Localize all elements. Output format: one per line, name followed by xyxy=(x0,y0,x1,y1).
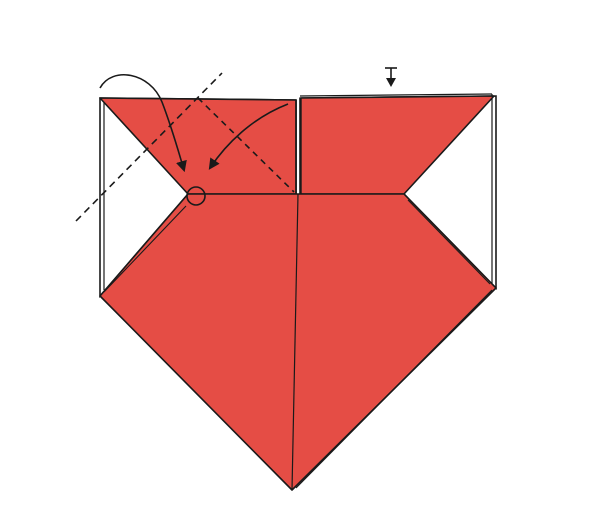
bottom-layer-edge xyxy=(295,289,493,489)
center-crease xyxy=(291,193,299,491)
curved-arrow-icon xyxy=(208,103,289,170)
left-layer-edge xyxy=(103,205,187,293)
circle-marker-icon xyxy=(186,186,206,206)
paper-front-layer xyxy=(99,95,497,491)
curved-arrow-icon xyxy=(99,73,187,173)
right-layer-edge xyxy=(407,199,491,285)
layer-edge xyxy=(299,93,493,97)
push-down-arrow-icon xyxy=(385,67,397,87)
valley-fold-dashed-line xyxy=(75,72,223,222)
inner-dashed-line xyxy=(197,97,295,193)
bottom-red-diamond xyxy=(99,193,497,491)
fold-symbols xyxy=(75,67,397,222)
